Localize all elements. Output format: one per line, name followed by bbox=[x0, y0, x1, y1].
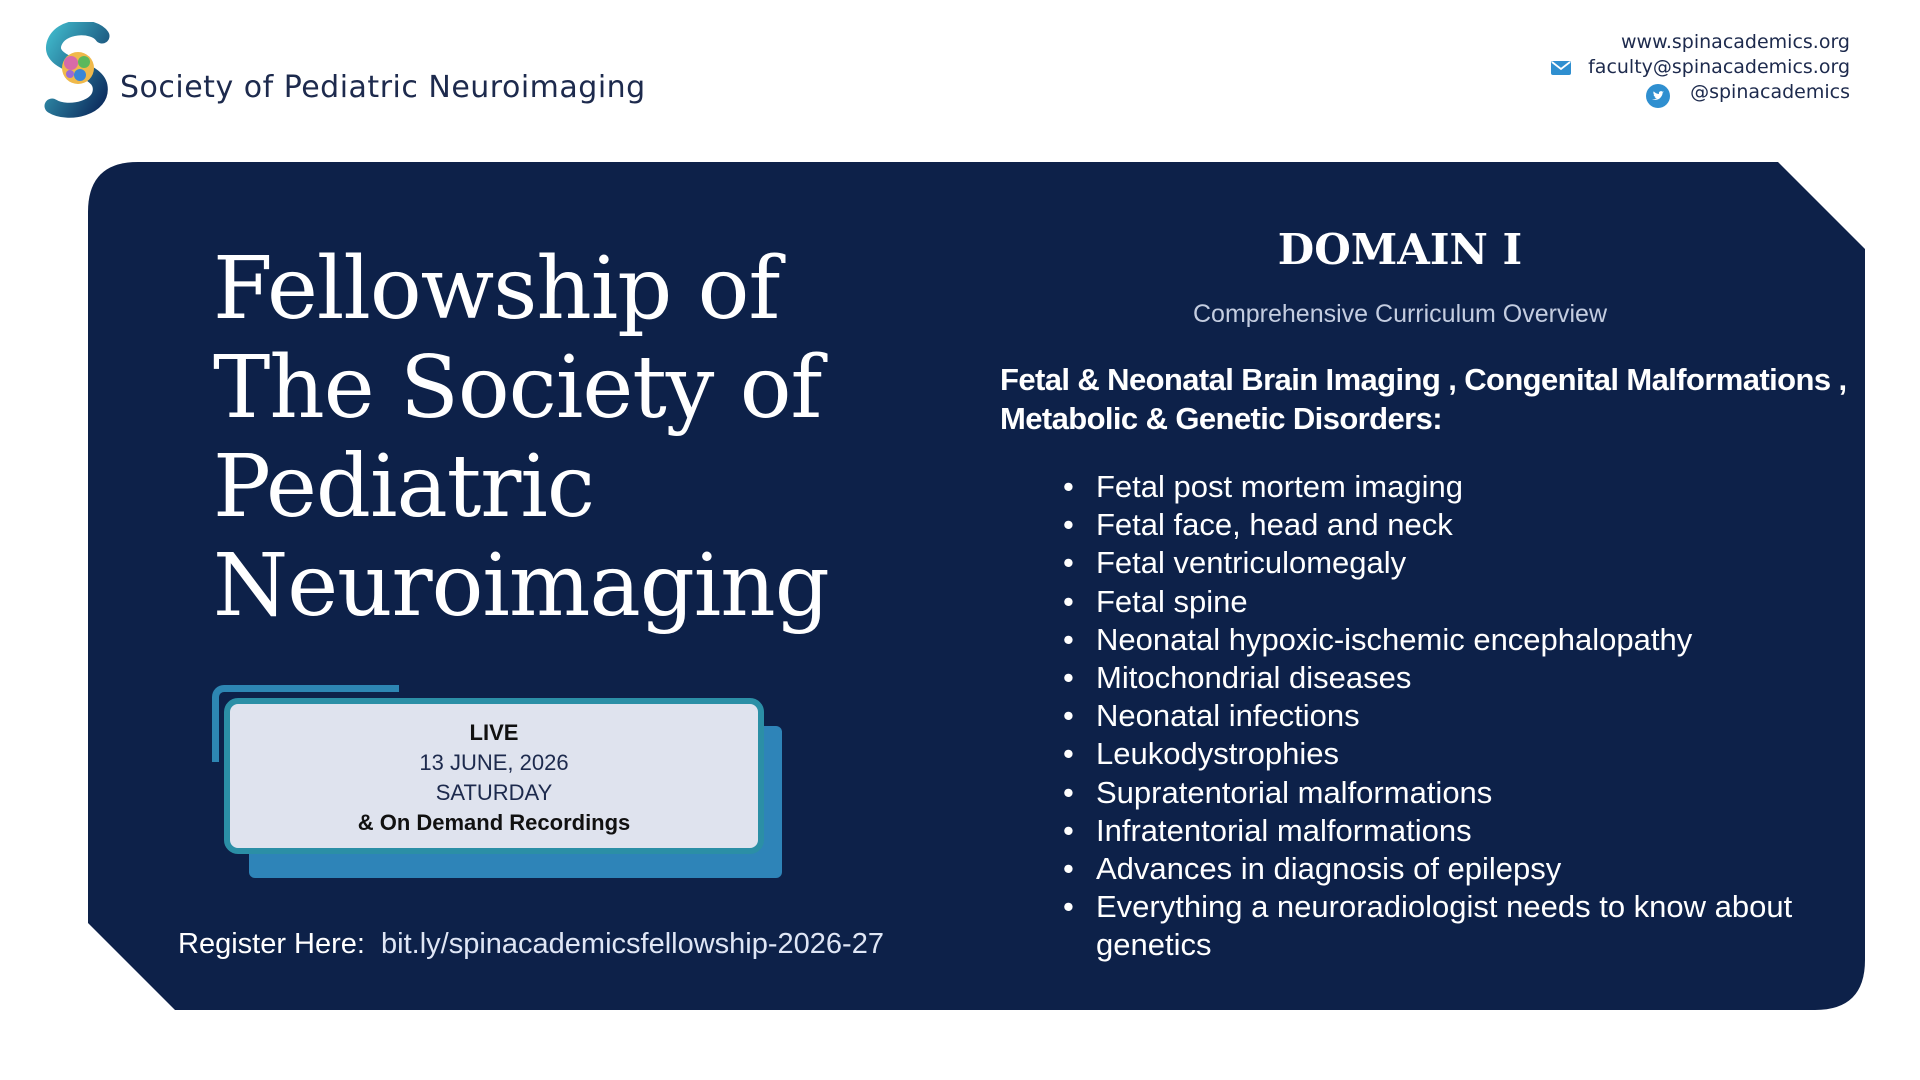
twitter-handle[interactable]: @spinacademics bbox=[1690, 81, 1850, 103]
list-item: Leukodystrophies bbox=[1063, 735, 1833, 773]
event-day: SATURDAY bbox=[435, 780, 553, 805]
list-item: Fetal ventriculomegaly bbox=[1063, 544, 1833, 582]
register-link[interactable]: bit.ly/spinacademicsfellowship-2026-27 bbox=[381, 928, 884, 960]
contact-block: www.spinacademics.org faculty@spinacadem… bbox=[1588, 30, 1850, 105]
title-line: The Society of bbox=[213, 338, 822, 438]
list-item: Fetal post mortem imaging bbox=[1063, 468, 1833, 506]
live-label: LIVE bbox=[469, 720, 519, 745]
title-line: Pediatric bbox=[213, 437, 595, 537]
twitter-bird-icon[interactable] bbox=[1646, 84, 1670, 108]
live-box: LIVE 13 JUNE, 2026 SATURDAY & On Demand … bbox=[224, 698, 764, 854]
event-date: 13 JUNE, 2026 bbox=[419, 750, 569, 775]
register-label: Register Here: bbox=[178, 928, 365, 960]
domain-subtitle: Comprehensive Curriculum Overview bbox=[1192, 300, 1607, 328]
list-item: Neonatal hypoxic-ischemic encephalopathy bbox=[1063, 621, 1833, 659]
topic-list: Fetal post mortem imaging Fetal face, he… bbox=[1063, 468, 1833, 965]
list-item: Fetal face, head and neck bbox=[1063, 506, 1833, 544]
title-line: Neuroimaging bbox=[213, 536, 830, 636]
brain-s-logo-icon bbox=[44, 22, 110, 118]
title-line: Fellowship of bbox=[213, 239, 780, 339]
domain-title: DOMAIN I bbox=[1277, 225, 1523, 274]
recordings-label: & On Demand Recordings bbox=[357, 810, 631, 835]
list-item: Advances in diagnosis of epilepsy bbox=[1063, 850, 1833, 888]
website-link[interactable]: www.spinacademics.org bbox=[1620, 31, 1850, 53]
org-name: Society of Pediatric Neuroimaging bbox=[120, 70, 646, 105]
live-box-frame bbox=[212, 685, 399, 762]
list-item: Fetal spine bbox=[1063, 583, 1833, 621]
fellowship-title: Fellowship of The Society of Pediatric N… bbox=[213, 240, 833, 636]
domain-heading: Fetal & Neonatal Brain Imaging , Congeni… bbox=[1000, 362, 1847, 436]
list-item: Neonatal infections bbox=[1063, 697, 1833, 735]
list-item: Everything a neuroradiologist needs to k… bbox=[1063, 888, 1833, 964]
list-item: Supratentorial malformations bbox=[1063, 774, 1833, 812]
mail-icon bbox=[1551, 61, 1571, 75]
list-item: Infratentorial malformations bbox=[1063, 812, 1833, 850]
register-line: Register Here: bit.ly/spinacademicsfello… bbox=[178, 928, 884, 961]
email-link[interactable]: faculty@spinacademics.org bbox=[1588, 56, 1850, 78]
list-item: Mitochondrial diseases bbox=[1063, 659, 1833, 697]
